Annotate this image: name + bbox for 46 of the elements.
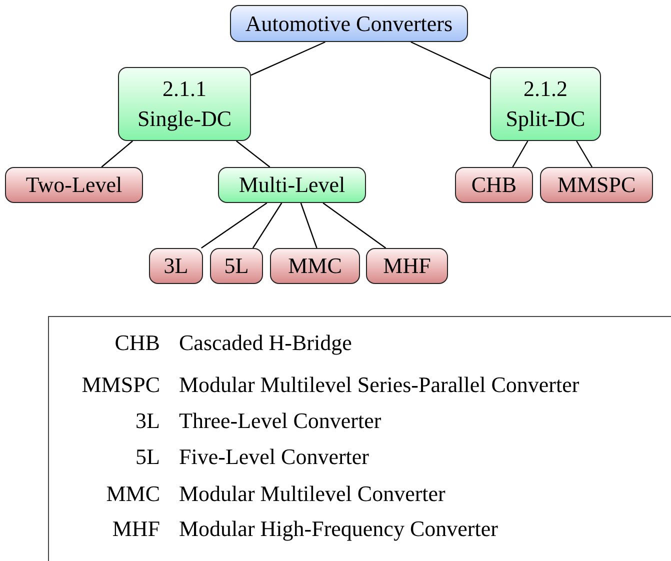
node-label: Automotive Converters [245, 10, 453, 38]
connector-line [576, 140, 592, 168]
definition: Cascaded H-Bridge [179, 330, 352, 356]
definition: Modular High-Frequency Converter [179, 516, 498, 542]
category-box [490, 67, 601, 141]
connector-line [300, 202, 318, 248]
abbreviation: MMSPC [82, 372, 160, 398]
node-label: MHF [383, 252, 431, 280]
connector-line [252, 202, 282, 248]
category-box [5, 167, 143, 203]
definition: Five-Level Converter [179, 444, 369, 470]
abbreviation: CHB [114, 330, 160, 356]
category-box [230, 5, 468, 42]
category-box [366, 248, 448, 284]
abbreviation: MMC [106, 481, 160, 507]
connector-line [201, 202, 268, 248]
connector-line [322, 202, 386, 248]
node-label: Multi-Level [238, 171, 346, 199]
abbreviation: 3L [136, 408, 160, 434]
node-label: 5L [224, 252, 249, 280]
node-label: MMC [288, 252, 342, 280]
category-box [210, 248, 263, 284]
category-box [270, 248, 360, 284]
node-label: Split-DC [506, 105, 586, 133]
node-label: 3L [164, 252, 188, 280]
node-label: Single-DC [137, 105, 232, 133]
connector-line [410, 41, 490, 80]
category-box [118, 67, 251, 141]
node-label: Two-Level [26, 171, 122, 199]
category-box [540, 167, 653, 203]
connector-line [250, 41, 326, 76]
connector-line [236, 140, 270, 168]
connector-line [512, 140, 528, 168]
definition: Modular Multilevel Converter [179, 481, 446, 507]
category-box [218, 167, 366, 203]
abbreviation: MHF [112, 516, 160, 542]
connector-line [101, 140, 134, 168]
abbreviation: 5L [136, 444, 160, 470]
node-label: CHB [471, 171, 517, 199]
definition: Modular Multilevel Series-Parallel Converter [179, 372, 580, 398]
node-label: MMSPC [557, 171, 636, 199]
definition: Three-Level Converter [179, 408, 382, 434]
category-box [455, 167, 533, 203]
category-box [149, 248, 203, 284]
node-label: 2.1.1 [162, 75, 206, 103]
node-label: 2.1.2 [524, 75, 568, 103]
